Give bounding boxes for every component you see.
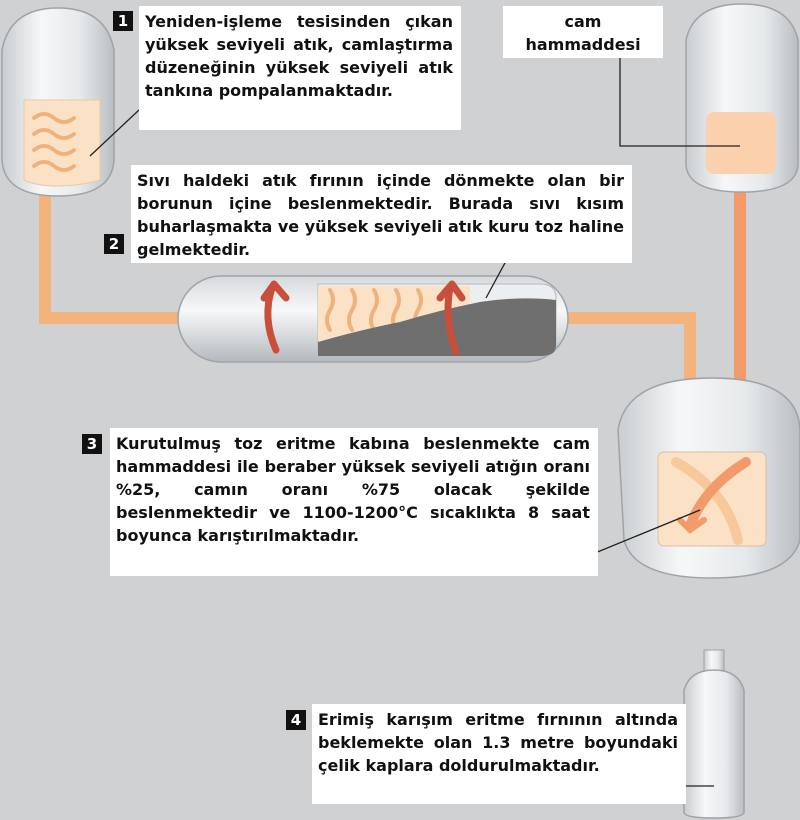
- leader-step-3: [577, 509, 701, 561]
- leader-step-1: [89, 109, 140, 157]
- step-3-badge: 3: [82, 434, 102, 454]
- heat-arrow-icon: [260, 280, 290, 354]
- heat-arrow-icon: [436, 280, 466, 356]
- pipe-kiln-to-melter: [565, 312, 696, 385]
- step-1-text: Yeniden-işleme tesisinden çıkan yüksek s…: [145, 12, 453, 100]
- steel-canister: [683, 649, 745, 819]
- step-4-text: Erimiş karışım eritme fırnının altında b…: [318, 710, 678, 775]
- calciner-kiln: [177, 275, 569, 363]
- waste-fill: [23, 99, 101, 187]
- waste-wave-icon: [32, 112, 76, 172]
- glass-material-text: cam hammaddesi: [525, 12, 641, 54]
- step-2-callout: Sıvı haldeki atık fırının içinde dönmekt…: [131, 165, 632, 263]
- step-1-callout: Yeniden-işleme tesisinden çıkan yüksek s…: [139, 6, 461, 130]
- step-4-callout: Erimiş karışım eritme fırnının altında b…: [312, 704, 686, 804]
- step-1-badge: 1: [113, 11, 133, 31]
- glass-material-label: cam hammaddesi: [503, 6, 663, 58]
- step-2-text: Sıvı haldeki atık fırının içinde dönmekt…: [137, 171, 624, 259]
- step-3-callout: Kurutulmuş toz eritme kabına beslenmekte…: [110, 428, 598, 576]
- waste-tank: [1, 7, 115, 197]
- leader-glass: [619, 58, 740, 147]
- glass-fill: [706, 112, 776, 174]
- mixing-arrow-icon: [671, 457, 751, 545]
- glass-material-tank: [685, 3, 799, 193]
- step-4-badge: 4: [286, 710, 306, 730]
- dry-powder: [318, 298, 556, 356]
- pipe-tank-to-kiln: [39, 185, 180, 324]
- melter: [617, 377, 800, 579]
- step-2-badge: 2: [104, 234, 124, 254]
- step-3-text: Kurutulmuş toz eritme kabına beslenmekte…: [116, 434, 590, 545]
- pipes: [39, 175, 746, 665]
